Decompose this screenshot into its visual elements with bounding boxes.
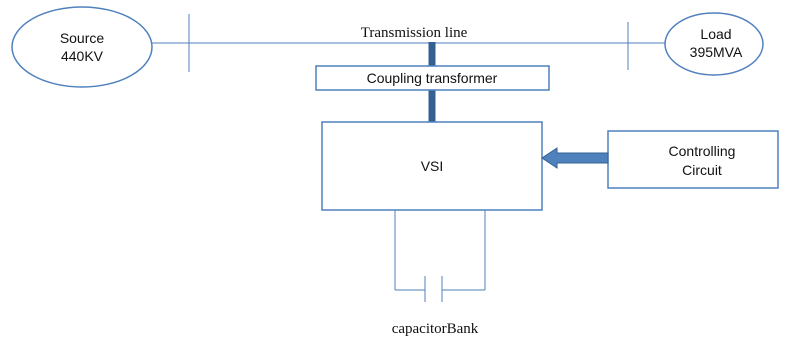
source-label-line1: Source: [60, 30, 105, 46]
vsi-label: VSI: [421, 158, 444, 174]
controlling-circuit-label-line2: Circuit: [682, 162, 722, 178]
controlling-circuit-label-line1: Controlling: [669, 143, 736, 159]
load-node: [664, 12, 764, 76]
control-signal-arrow: [541, 147, 609, 169]
capacitor-bank-label: capacitorBank: [392, 321, 479, 337]
transmission-line-label: Transmission line: [361, 25, 468, 41]
source-label-line2: 440KV: [61, 48, 104, 64]
controlling-circuit-box: [607, 130, 779, 189]
load-label-line2: 395MVA: [690, 44, 743, 60]
load-label-line1: Load: [700, 26, 731, 42]
coupling-transformer-box: [315, 65, 550, 91]
source-node: [11, 6, 153, 88]
vsi-box: [321, 121, 543, 211]
coupling-transformer-label: Coupling transformer: [367, 70, 498, 86]
